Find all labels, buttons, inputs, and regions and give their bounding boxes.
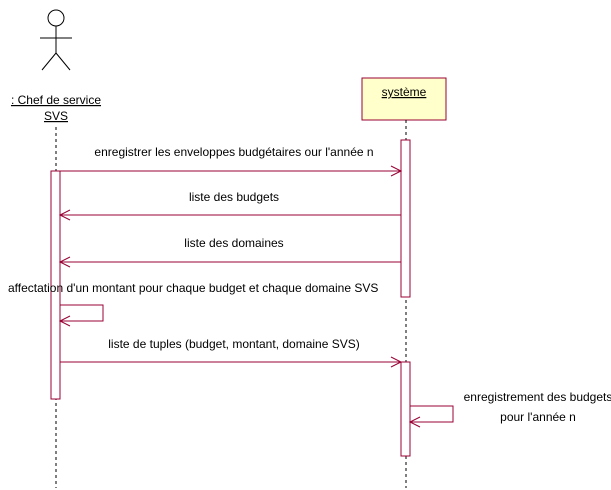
message-5-label: liste de tuples (budget, montant, domain… xyxy=(108,337,359,351)
message-2: liste des budgets xyxy=(58,190,401,221)
systeme-activation-bar-1 xyxy=(400,139,411,298)
message-6-label-line1: enregistrement des budgets xyxy=(464,390,611,404)
message-5-arrowhead xyxy=(390,356,403,368)
message-3-label: liste des domaines xyxy=(184,236,283,250)
message-3: liste des domaines xyxy=(58,236,401,268)
message-2-label: liste des budgets xyxy=(189,190,279,204)
message-4-label: affectation d'un montant pour chaque bud… xyxy=(8,281,378,295)
object-systeme-box xyxy=(361,77,447,121)
message-4-line xyxy=(60,304,104,322)
message-4-arrowhead xyxy=(58,315,71,327)
message-6-line xyxy=(410,405,454,423)
message-1-arrowhead xyxy=(390,165,403,177)
message-6-label-line2: pour l'année n xyxy=(500,410,576,424)
actor-name-line1: : Chef de service xyxy=(11,93,101,107)
actor-activation-bar xyxy=(50,170,61,400)
message-2-arrowhead xyxy=(58,209,71,221)
message-6-arrowhead xyxy=(408,416,421,428)
message-4-self: affectation d'un montant pour chaque bud… xyxy=(8,281,378,327)
actor-name-line2: SVS xyxy=(44,109,68,123)
actor-figure-icon xyxy=(40,9,72,71)
object-systeme-label: système xyxy=(382,85,427,99)
message-5: liste de tuples (budget, montant, domain… xyxy=(60,337,403,368)
message-1: enregistrer les enveloppes budgétaires o… xyxy=(60,145,403,177)
message-6-self: enregistrement des budgets pour l'année … xyxy=(408,390,611,428)
systeme-activation-bar-2 xyxy=(400,361,411,457)
message-1-label: enregistrer les enveloppes budgétaires o… xyxy=(94,145,373,159)
message-3-arrowhead xyxy=(58,256,71,268)
